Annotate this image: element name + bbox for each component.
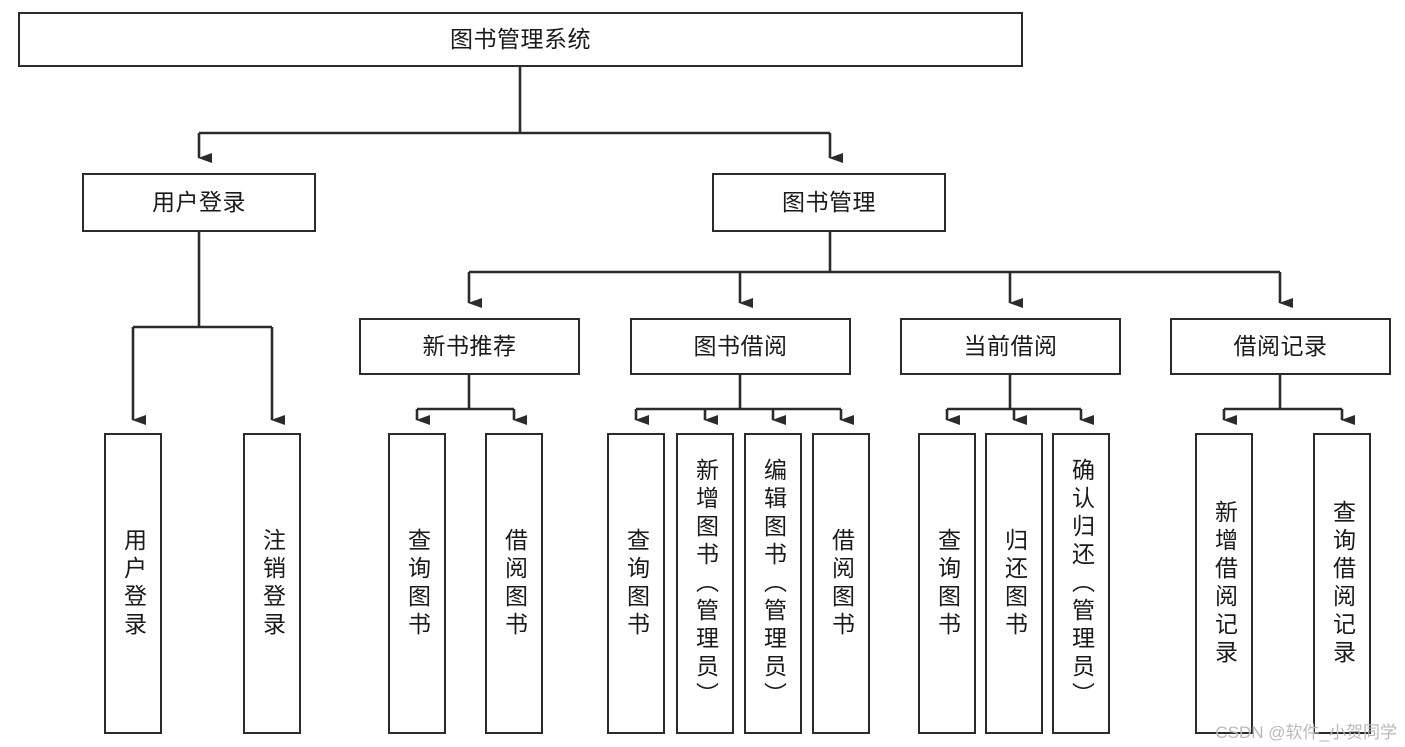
node-label: 查询图书 bbox=[404, 527, 431, 640]
node-label: 注销登录 bbox=[259, 527, 286, 640]
leaf-record-add-record[interactable]: 新增借阅记录 bbox=[1195, 433, 1253, 734]
node-borrow-record[interactable]: 借阅记录 bbox=[1170, 318, 1391, 375]
leaf-recommend-query-book[interactable]: 查询图书 bbox=[388, 433, 446, 734]
node-book-borrow[interactable]: 图书借阅 bbox=[630, 318, 851, 375]
node-label: 查询图书 bbox=[934, 527, 961, 640]
leaf-current-confirm-return[interactable]: 确认归还（管理员） bbox=[1052, 433, 1110, 734]
node-label: 编辑图书（管理员） bbox=[760, 457, 787, 710]
node-label: 新增借阅记录 bbox=[1211, 499, 1238, 668]
csdn-watermark: CSDN @软件_小贺同学 bbox=[1215, 723, 1397, 742]
node-label: 当前借阅 bbox=[963, 332, 1058, 359]
node-label: 图书管理系统 bbox=[450, 25, 591, 52]
leaf-current-query-book[interactable]: 查询图书 bbox=[918, 433, 976, 734]
node-label: 借阅图书 bbox=[828, 527, 855, 640]
node-current-borrow[interactable]: 当前借阅 bbox=[900, 318, 1121, 375]
node-label: 借阅记录 bbox=[1233, 332, 1328, 359]
leaf-borrow-add-book[interactable]: 新增图书（管理员） bbox=[676, 433, 734, 734]
leaf-borrow-borrow-book[interactable]: 借阅图书 bbox=[812, 433, 870, 734]
node-label: 确认归还（管理员） bbox=[1068, 457, 1095, 710]
leaf-current-return-book[interactable]: 归还图书 bbox=[985, 433, 1043, 734]
leaf-borrow-edit-book[interactable]: 编辑图书（管理员） bbox=[744, 433, 802, 734]
leaf-record-query-record[interactable]: 查询借阅记录 bbox=[1313, 433, 1371, 734]
node-label: 新增图书（管理员） bbox=[692, 457, 719, 710]
leaf-user-login-logout[interactable]: 注销登录 bbox=[243, 433, 301, 734]
node-label: 图书借阅 bbox=[693, 332, 788, 359]
node-label: 用户登录 bbox=[152, 188, 246, 215]
node-label: 新书推荐 bbox=[422, 332, 517, 359]
node-label: 用户登录 bbox=[120, 527, 147, 640]
node-label: 借阅图书 bbox=[501, 527, 528, 640]
node-label: 归还图书 bbox=[1001, 527, 1028, 640]
node-root-system[interactable]: 图书管理系统 bbox=[18, 12, 1023, 67]
node-label: 图书管理 bbox=[782, 188, 876, 215]
leaf-borrow-query-book[interactable]: 查询图书 bbox=[607, 433, 665, 734]
node-label: 查询图书 bbox=[623, 527, 650, 640]
node-new-book-recommend[interactable]: 新书推荐 bbox=[359, 318, 580, 375]
node-book-management[interactable]: 图书管理 bbox=[712, 173, 946, 232]
node-label: 查询借阅记录 bbox=[1329, 499, 1356, 668]
node-user-login[interactable]: 用户登录 bbox=[82, 173, 316, 232]
leaf-user-login-login[interactable]: 用户登录 bbox=[104, 433, 162, 734]
leaf-recommend-borrow-book[interactable]: 借阅图书 bbox=[485, 433, 543, 734]
